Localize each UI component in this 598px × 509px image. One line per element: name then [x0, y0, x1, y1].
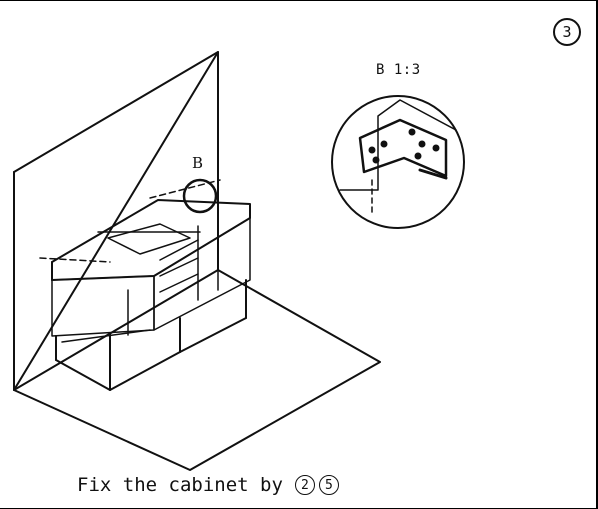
- part-5-circled-icon: 5: [318, 475, 339, 495]
- step-3-circled-icon: 3: [552, 17, 582, 47]
- detail-view-circle: [331, 95, 465, 229]
- cabinet-top: [51, 199, 251, 281]
- step-number: 3: [562, 23, 571, 41]
- corner-bracket: [358, 118, 448, 178]
- wall-outline: [13, 51, 219, 391]
- part-2-circled-icon: 2: [294, 475, 315, 495]
- cabinet-body: [51, 275, 155, 337]
- callout-label: B: [192, 154, 204, 172]
- caption-text: Fix the cabinet by: [77, 474, 283, 496]
- sink-basin: [107, 223, 191, 255]
- callout-circle-b: [182, 178, 218, 214]
- cabinet-side: [153, 217, 251, 331]
- detail-view-label: B 1:3: [376, 62, 421, 78]
- instruction-caption: Fix the cabinet by 2 5: [77, 474, 339, 496]
- floor-outline: [13, 269, 381, 471]
